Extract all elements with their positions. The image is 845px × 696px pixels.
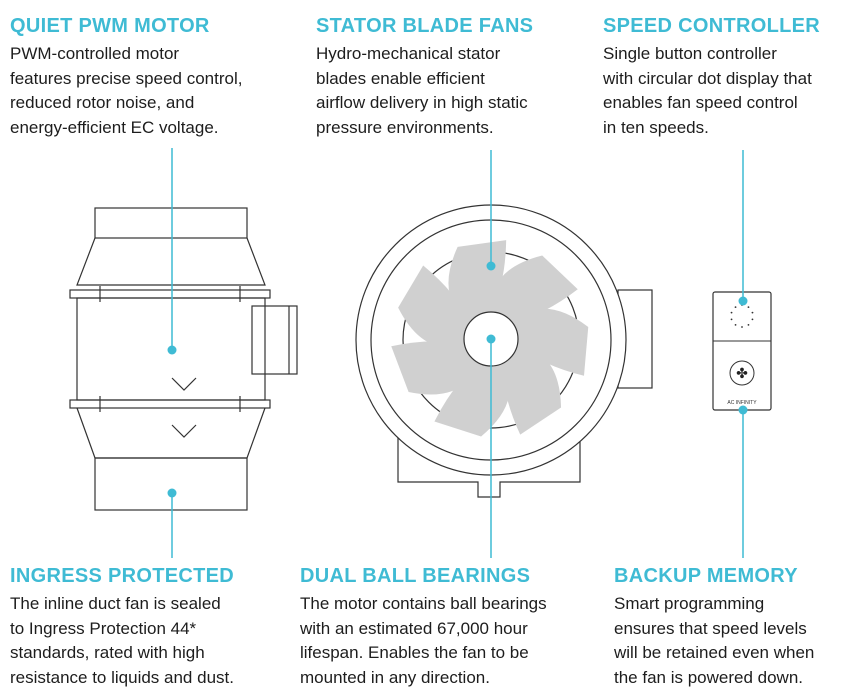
flange-lower <box>69 399 271 409</box>
callout-dot-ingress-protected <box>167 488 177 498</box>
feature-backup-memory: BACKUP MEMORY Smart programming ensures … <box>614 564 814 690</box>
airflow-arrow-icon <box>171 377 197 391</box>
description-line: PWM-controlled motor <box>10 44 180 63</box>
description-line: airflow delivery in high static <box>316 93 528 112</box>
feature-quiet-pwm-motor: QUIET PWM MOTOR PWM-controlled motor fea… <box>10 14 242 140</box>
stator-blade <box>490 255 578 323</box>
description-line: features precise speed control, <box>10 68 243 88</box>
feature-stator-blade-fans: STATOR BLADE FANS Hydro-mechanical stato… <box>316 14 533 140</box>
airflow-arrow-icon <box>171 424 197 438</box>
junction-box <box>251 305 298 375</box>
feature-description: Smart programming ensures that speed lev… <box>614 592 814 690</box>
speed-indicator-dot <box>741 326 743 328</box>
speed-indicator-dot <box>747 323 750 326</box>
fan-icon: ✤ <box>736 366 748 382</box>
speed-indicator-dot <box>751 311 754 314</box>
controller-body <box>712 291 772 411</box>
feature-title: BACKUP MEMORY <box>614 565 798 587</box>
stator-blade <box>391 341 480 395</box>
callout-dot-quiet-pwm-motor <box>167 345 177 355</box>
description-line: enables fan speed control <box>603 93 798 112</box>
feature-title: INGRESS PROTECTED <box>10 565 235 587</box>
fan-side-view <box>69 207 298 511</box>
description-line: resistance to liquids and dust. <box>10 667 234 687</box>
speed-indicator-dot <box>734 306 737 309</box>
fan-speed-button <box>729 360 755 386</box>
feature-description: Hydro-mechanical stator blades enable ef… <box>316 42 533 140</box>
speed-indicator-dot <box>747 306 750 309</box>
description-line: blades enable efficient <box>316 68 485 88</box>
description-line: will be retained even when <box>614 643 815 662</box>
stator-blade <box>511 308 589 376</box>
description-line: reduced rotor noise, and <box>10 93 195 112</box>
feature-description: PWM-controlled motor features precise sp… <box>10 42 242 140</box>
callouts <box>167 148 748 558</box>
feature-title: STATOR BLADE FANS <box>316 15 534 37</box>
feature-description: The inline duct fan is sealed to Ingress… <box>10 592 234 690</box>
description-line: mounted in any direction. <box>300 667 490 687</box>
speed-indicator-dot <box>751 318 754 321</box>
description-line: Hydro-mechanical stator <box>316 44 501 63</box>
callout-dot-speed-controller <box>738 296 748 306</box>
feature-title: SPEED CONTROLLER <box>603 15 821 37</box>
feature-description: Single button controller with circular d… <box>603 42 820 140</box>
description-line: with an estimated 67,000 hour <box>300 618 528 638</box>
description-line: with circular dot display that <box>603 68 812 88</box>
housing-upper-taper <box>76 237 266 286</box>
callout-dot-backup-memory <box>738 405 748 415</box>
feature-ingress-protected: INGRESS PROTECTED The inline duct fan is… <box>10 564 234 690</box>
callout-dot-dual-ball-bearings <box>486 334 496 344</box>
description-line: ensures that speed levels <box>614 618 807 638</box>
description-line: standards, rated with high <box>10 643 205 662</box>
controller-brand: AC INFINITY <box>727 400 757 406</box>
description-line: pressure environments. <box>316 117 494 137</box>
feature-description: The motor contains ball bearings with an… <box>300 592 547 690</box>
description-line: The inline duct fan is sealed <box>10 594 221 613</box>
housing-lower-taper <box>76 407 266 459</box>
feature-dual-ball-bearings: DUAL BALL BEARINGS The motor contains ba… <box>300 564 547 690</box>
feature-title: DUAL BALL BEARINGS <box>300 565 531 587</box>
description-line: in ten speeds. <box>603 117 709 137</box>
description-line: energy-efficient EC voltage. <box>10 117 219 137</box>
description-line: to Ingress Protection 44* <box>10 618 197 638</box>
speed-indicator-dot <box>730 318 733 321</box>
stator-blade <box>502 344 562 435</box>
speed-controller-device: ✤ AC INFINITY <box>712 291 772 411</box>
callout-dot-stator-blade-fans <box>486 261 496 271</box>
description-line: Smart programming <box>614 594 765 613</box>
feature-speed-controller: SPEED CONTROLLER Single button controlle… <box>603 14 820 140</box>
speed-indicator-dot <box>730 311 733 314</box>
duct-collar-bottom <box>94 457 248 511</box>
description-line: the fan is powered down. <box>614 667 804 687</box>
fan-front-view <box>355 204 653 498</box>
description-line: Single button controller <box>603 44 777 63</box>
duct-collar-top <box>94 207 248 239</box>
speed-indicator-dot <box>734 323 737 326</box>
feature-title: QUIET PWM MOTOR <box>10 15 210 37</box>
description-line: The motor contains ball bearings <box>300 594 547 613</box>
description-line: lifespan. Enables the fan to be <box>300 643 529 662</box>
stator-blade <box>398 265 471 348</box>
